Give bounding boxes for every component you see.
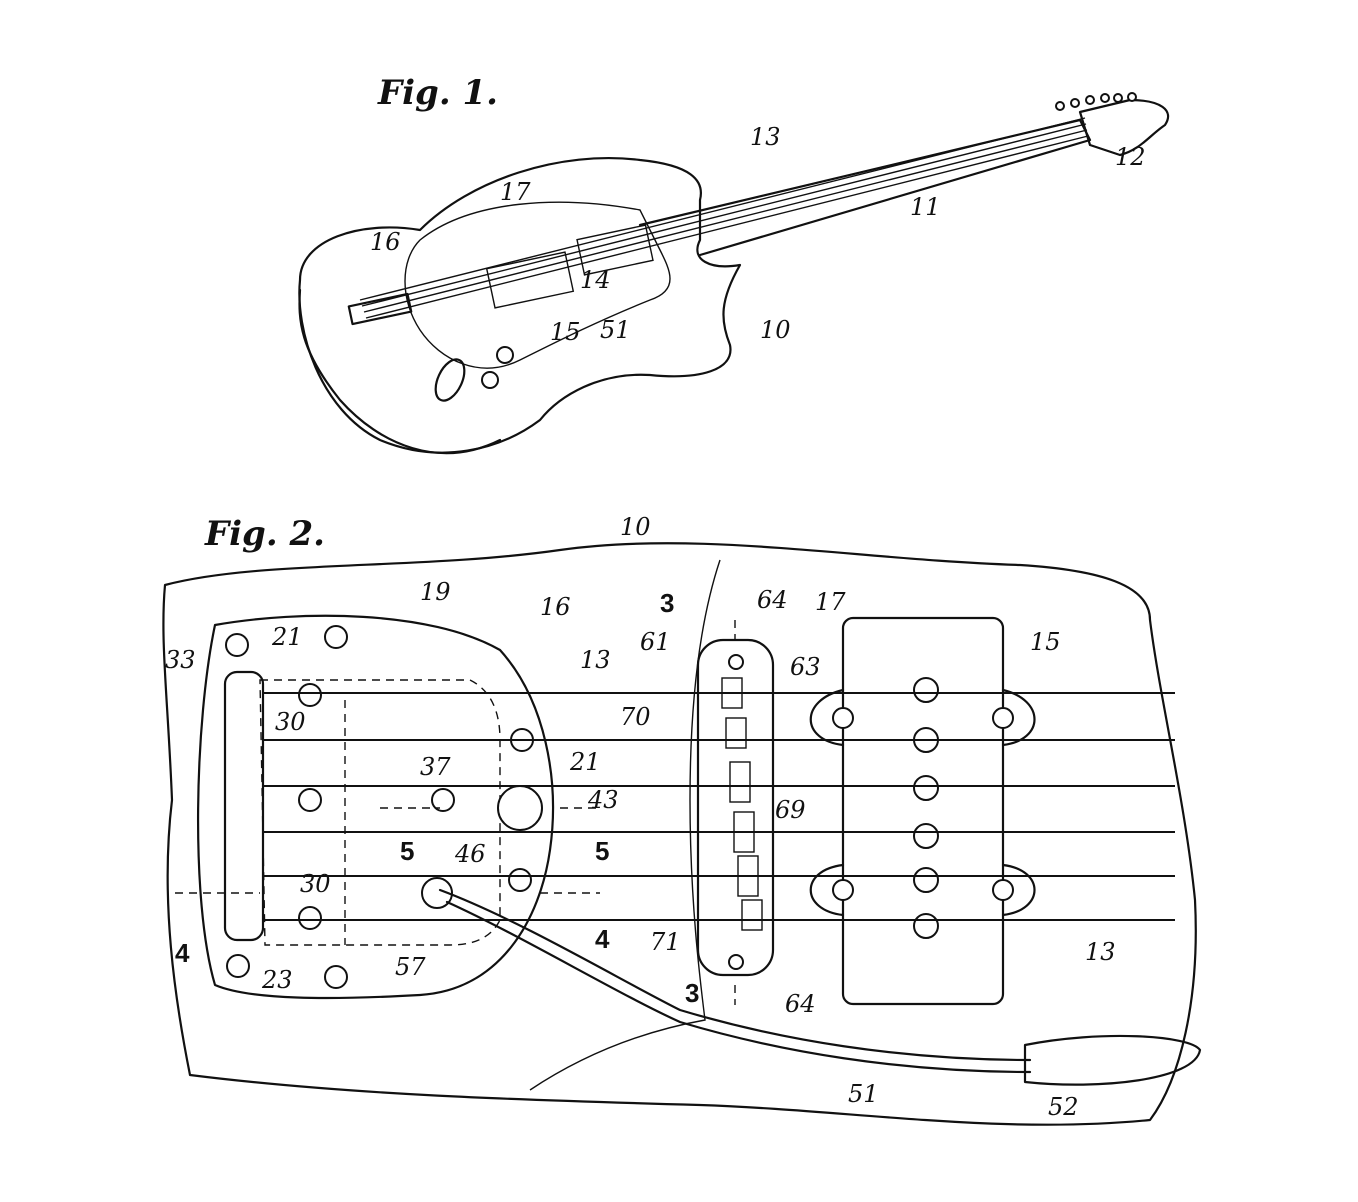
ref-label: 51 xyxy=(848,1080,879,1108)
tailpiece xyxy=(347,292,413,326)
ref-label: 37 xyxy=(420,753,451,781)
ref-label: 52 xyxy=(1048,1093,1079,1121)
ref-label: 63 xyxy=(790,653,821,681)
ref-label: 10 xyxy=(620,513,651,541)
ref-label: 33 xyxy=(165,646,196,674)
ref-label: 14 xyxy=(580,266,611,294)
pickup-bridge xyxy=(485,251,575,309)
ref-label: 71 xyxy=(650,928,681,956)
ref-label: 69 xyxy=(775,796,806,824)
ref-label: 23 xyxy=(261,966,293,994)
bridge-screw xyxy=(728,654,744,670)
ref-label: 10 xyxy=(760,316,791,344)
ref-label: 30 xyxy=(300,870,331,898)
ref-label: 17 xyxy=(500,178,531,206)
section-label: 3 xyxy=(660,588,674,618)
section-label: 4 xyxy=(175,938,190,968)
ref-label: 11 xyxy=(910,193,941,221)
mounting-screws xyxy=(225,625,1014,989)
ref-label: 61 xyxy=(640,628,671,656)
ref-label: 13 xyxy=(580,646,611,674)
section-label: 4 xyxy=(595,924,610,954)
ref-label: 13 xyxy=(1085,938,1116,966)
fig1-title: Fig. 1. xyxy=(377,73,498,113)
ref-label: 17 xyxy=(815,588,846,616)
tremolo-plate xyxy=(197,614,555,1000)
guitar-body-edge xyxy=(298,288,502,455)
pickup-neck xyxy=(576,224,654,276)
section-label: 5 xyxy=(595,836,609,866)
ref-label: 19 xyxy=(420,578,451,606)
ref-label: 16 xyxy=(540,593,571,621)
body-section-outline xyxy=(162,542,1197,1126)
tremolo-arm xyxy=(438,888,1032,1074)
hidden-outline xyxy=(259,679,501,946)
fig1-strings xyxy=(359,117,1089,319)
figure-1: Fig. 1. 13 12 11 xyxy=(298,73,1170,455)
section-label: 3 xyxy=(685,978,699,1008)
pickup-ears xyxy=(809,688,1036,917)
pickup xyxy=(841,616,1005,1006)
bridge-screw xyxy=(728,954,744,970)
ref-label: 15 xyxy=(1030,628,1061,656)
ref-label: 21 xyxy=(271,623,303,651)
section-lines xyxy=(175,620,736,1005)
guitar-headstock xyxy=(1078,98,1170,157)
ref-label: 64 xyxy=(785,990,816,1018)
ref-label: 43 xyxy=(587,786,619,814)
ref-label: 64 xyxy=(757,586,788,614)
ref-label: 51 xyxy=(600,316,631,344)
bridge-saddles xyxy=(721,677,763,931)
pickup-pole-pieces xyxy=(913,677,939,939)
ref-label: 21 xyxy=(569,748,601,776)
ref-label: 16 xyxy=(370,228,401,256)
ref-label: 15 xyxy=(550,318,581,346)
ref-label: 57 xyxy=(395,953,426,981)
tremolo-arm-tip xyxy=(1023,1034,1202,1086)
ref-label: 13 xyxy=(750,123,781,151)
control-knob xyxy=(481,371,499,389)
pickguard-edge xyxy=(529,559,721,1091)
ref-label: 70 xyxy=(620,703,651,731)
output-jack xyxy=(434,358,466,402)
pickguard xyxy=(404,201,671,369)
section-label: 5 xyxy=(400,836,414,866)
tailpiece-bar xyxy=(223,670,265,942)
fig2-labels: 10 19 16 3 64 17 15 21 33 13 61 63 30 70… xyxy=(165,513,1116,1121)
fig2-strings xyxy=(263,692,1175,921)
control-knob xyxy=(496,346,514,364)
ref-label: 30 xyxy=(275,708,306,736)
ref-label: 46 xyxy=(454,840,486,868)
figure-2: Fig. 2. xyxy=(162,513,1202,1126)
ref-label: 12 xyxy=(1115,143,1146,171)
tuning-pegs xyxy=(1055,92,1137,111)
fig2-title: Fig. 2. xyxy=(204,514,325,554)
